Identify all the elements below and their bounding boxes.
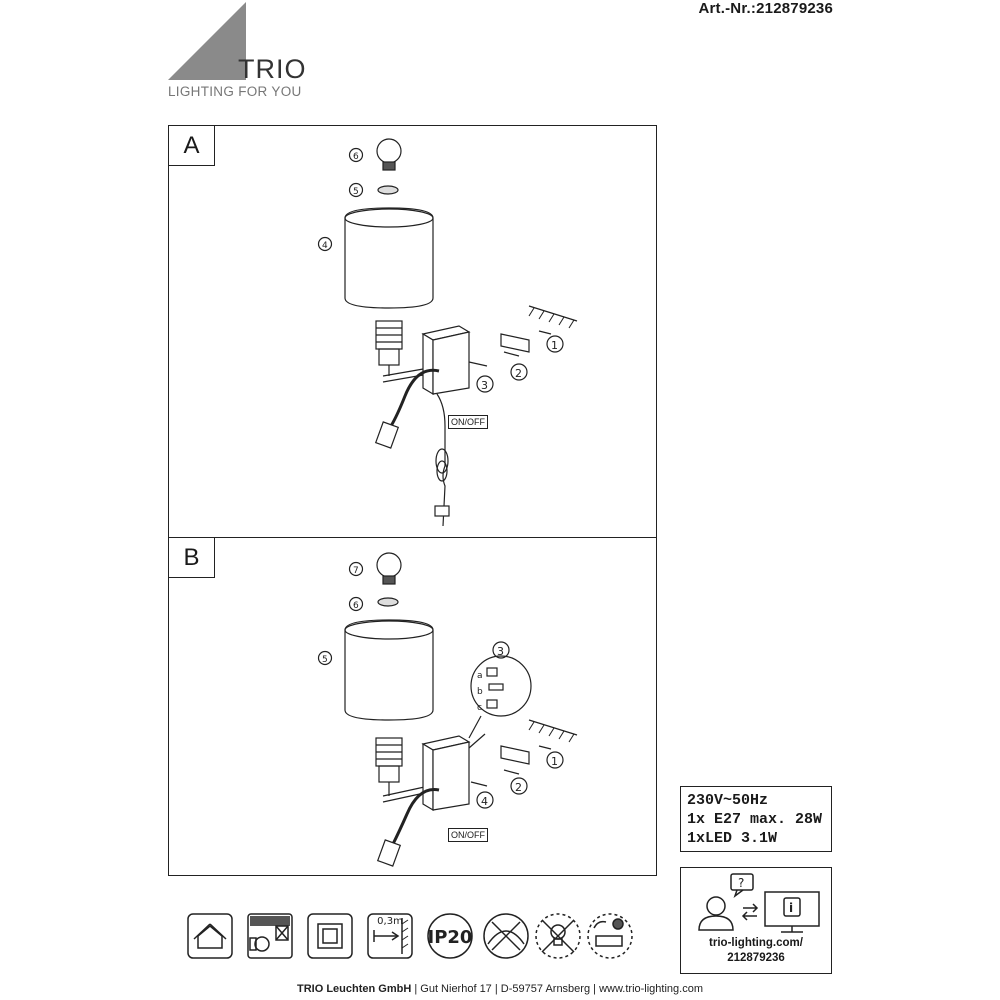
electrical-waste-icon	[587, 913, 633, 959]
svg-text:i: i	[789, 901, 793, 915]
lamp-socket-icon	[375, 737, 403, 796]
wall-base-icon	[421, 325, 471, 396]
panel-b: B 7 6 5 a	[168, 537, 657, 876]
svg-text:6: 6	[353, 601, 359, 611]
detail-step-c: c	[477, 703, 482, 713]
electrical-specs: 230V~50Hz 1x E27 max. 28W 1xLED 3.1W	[680, 786, 832, 852]
svg-text:3: 3	[481, 379, 488, 392]
article-number: Art.-Nr.:212879236	[698, 0, 833, 17]
svg-text:1: 1	[551, 755, 558, 768]
detail-view-icon	[468, 655, 532, 739]
panel-label: B	[169, 538, 215, 578]
shade-ring-icon	[377, 185, 399, 195]
svg-text:5: 5	[353, 187, 359, 197]
bulb-icon	[376, 138, 402, 171]
support-illustration: ? i	[698, 873, 820, 933]
certification-icons: 0,3m IP20	[187, 913, 633, 959]
svg-text:5: 5	[322, 655, 328, 665]
svg-text:7: 7	[353, 566, 359, 576]
svg-text:4: 4	[481, 795, 488, 808]
no-dimmer-icon	[483, 913, 529, 959]
svg-text:3: 3	[497, 645, 504, 658]
ip-rating-icon	[427, 913, 473, 959]
footer-city: D-59757 Arnsberg	[500, 983, 591, 995]
detail-step-a: a	[477, 671, 483, 681]
svg-text:?: ?	[738, 876, 744, 890]
svg-text:6: 6	[353, 152, 359, 162]
on-off-switch-label: ON/OFF	[448, 415, 488, 429]
lamp-shade-icon	[344, 207, 434, 309]
bulb-recycling-icon	[535, 913, 581, 959]
support-box: ? i trio-lighting.com/ 212879236	[680, 867, 832, 974]
ip-rating-label: IP20	[428, 927, 473, 948]
assembly-diagram-a: 6 5 4	[317, 138, 578, 527]
spec-led: 1xLED 3.1W	[687, 830, 778, 847]
min-distance-label: 0,3m	[377, 916, 403, 927]
footer-separator: |	[414, 983, 418, 995]
footer-separator: |	[593, 983, 596, 995]
svg-text:2: 2	[515, 367, 522, 380]
not-for-insulation-cover-icon	[247, 913, 293, 959]
on-off-switch-label: ON/OFF	[448, 828, 488, 842]
spec-bulb: 1x E27 max. 28W	[687, 811, 823, 828]
monitor-info-icon: i	[764, 891, 820, 933]
user-icon	[698, 896, 734, 931]
detail-step-b: b	[477, 687, 483, 697]
protection-class-2-icon	[307, 913, 353, 959]
footer-address: Gut Nierhof 17	[420, 983, 492, 995]
svg-text:1: 1	[551, 339, 558, 352]
support-url[interactable]: trio-lighting.com/	[709, 937, 803, 949]
trio-logo-icon	[168, 2, 246, 80]
min-distance-icon	[367, 913, 413, 959]
footer: TRIO Leuchten GmbH | Gut Nierhof 17 | D-…	[0, 983, 1000, 995]
lamp-socket-icon	[375, 320, 403, 376]
indoor-use-icon	[187, 913, 233, 959]
assembly-diagram-b: 7 6 5 a b c	[317, 552, 578, 867]
lamp-shade-icon	[344, 619, 434, 721]
wall-base-icon	[421, 735, 471, 812]
svg-text:4: 4	[322, 241, 328, 251]
footer-separator: |	[494, 983, 498, 995]
footer-company: TRIO Leuchten GmbH	[297, 983, 412, 995]
mounting-bracket-icon	[500, 333, 530, 353]
spec-voltage: 230V~50Hz	[687, 792, 769, 809]
mounting-bracket-icon	[500, 745, 530, 765]
footer-website[interactable]: www.trio-lighting.com	[599, 983, 703, 995]
panel-a: A 6 5 4	[168, 125, 657, 538]
shade-ring-icon	[377, 597, 399, 607]
brand-tagline: LIGHTING FOR YOU	[168, 84, 302, 99]
panel-label: A	[169, 126, 215, 166]
bulb-icon	[376, 552, 402, 585]
question-bubble-icon: ?	[730, 873, 754, 899]
svg-text:2: 2	[515, 781, 522, 794]
brand-name: TRIO	[238, 54, 307, 84]
support-article: 212879236	[727, 952, 785, 964]
exchange-arrows-icon	[741, 903, 759, 921]
